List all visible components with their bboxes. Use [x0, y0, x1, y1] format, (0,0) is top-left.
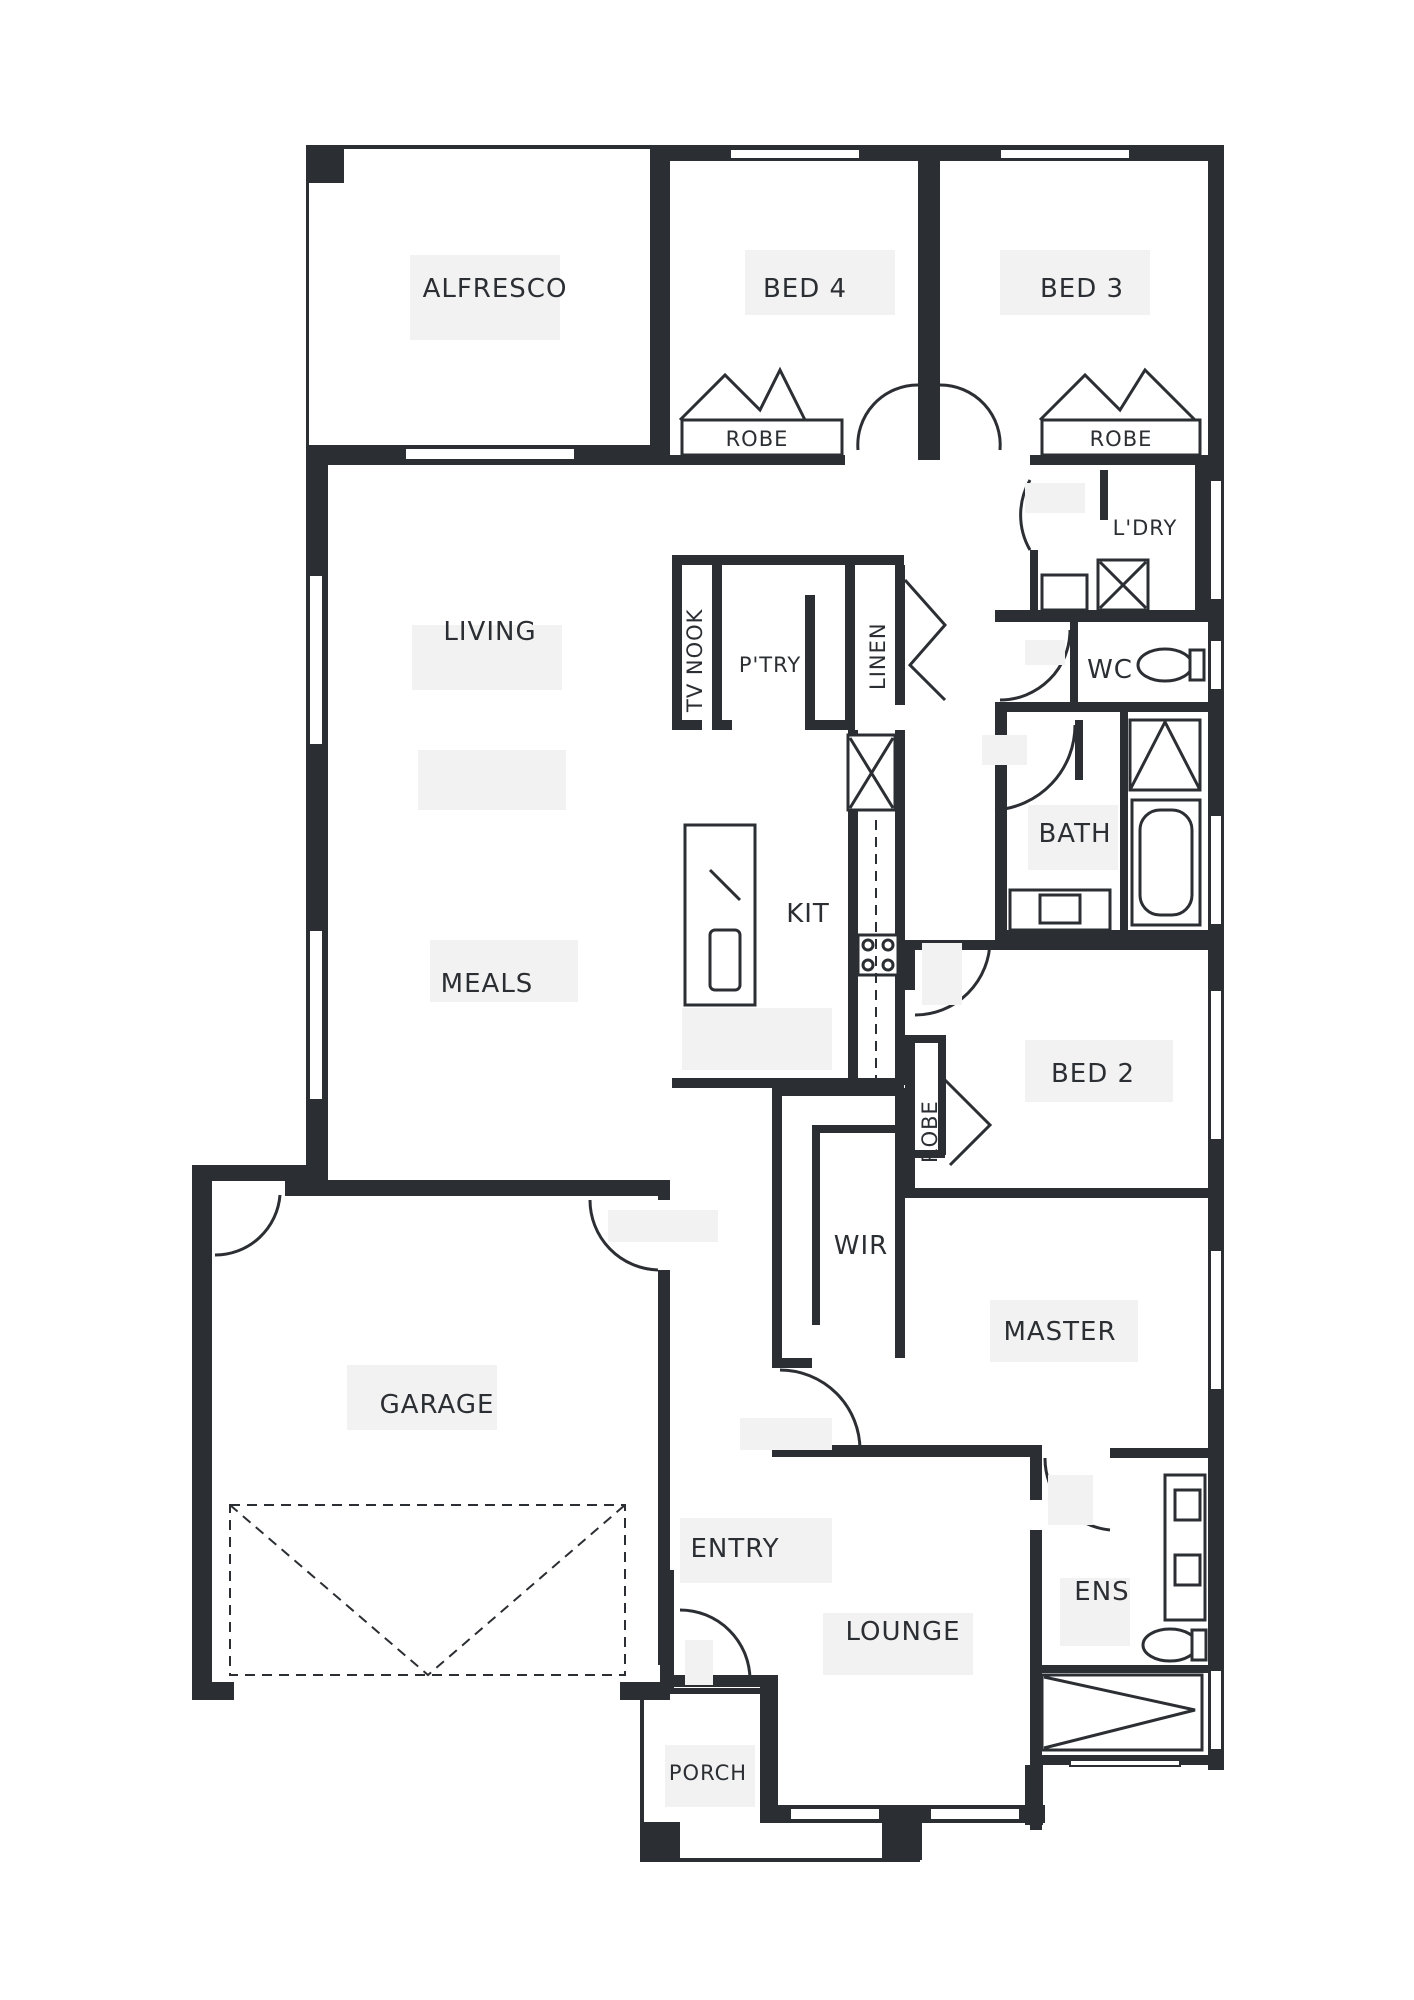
room-laundry: L'DRY [1025, 483, 1178, 540]
room-garage: GARAGE [347, 1365, 497, 1430]
room-alfresco: ALFRESCO [410, 255, 568, 340]
room-label-bed3: BED 3 [1040, 274, 1124, 304]
room-label-pantry: P'TRY [739, 653, 801, 677]
room-label-robe-bed2: ROBE [918, 1100, 942, 1163]
room-label-garage: GARAGE [380, 1390, 495, 1420]
room-label-porch: PORCH [669, 1761, 747, 1785]
room-master: MASTER [990, 1300, 1138, 1362]
room-label-bed2: BED 2 [1051, 1059, 1135, 1089]
room-label-laundry: L'DRY [1113, 516, 1178, 540]
room-label-robe-bed3: ROBE [1090, 427, 1153, 451]
room-label-alfresco: ALFRESCO [423, 274, 568, 304]
room-label-bath: BATH [1038, 819, 1111, 849]
door-swings [214, 366, 1202, 1681]
room-label-tv-nook: TV NOOK [683, 608, 707, 713]
room-label-living: LIVING [443, 617, 536, 647]
room-wc: WC [1025, 640, 1133, 685]
room-labels: ALFRESCO BED 4 BED 3 ROBE ROBE L'DRY LIV… [347, 250, 1178, 1807]
room-label-wc: WC [1087, 655, 1133, 685]
room-label-robe-bed4: ROBE [726, 427, 789, 451]
room-living: LIVING [412, 617, 566, 810]
room-ens: ENS [1048, 1475, 1130, 1646]
room-label-bed4: BED 4 [763, 274, 847, 304]
room-bed3: BED 3 [1000, 250, 1150, 315]
room-label-kit: KIT [786, 899, 830, 929]
room-entry: ENTRY [680, 1418, 832, 1583]
room-label-meals: MEALS [441, 969, 534, 999]
room-label-wir: WIR [834, 1231, 888, 1261]
room-label-linen: LINEN [866, 622, 890, 690]
room-bed2: BED 2 [922, 943, 1173, 1102]
room-wir: WIR [608, 1210, 888, 1261]
room-meals: MEALS [430, 940, 832, 1070]
room-lounge: LOUNGE [823, 1613, 973, 1675]
room-porch: PORCH [665, 1640, 755, 1807]
room-label-master: MASTER [1003, 1317, 1116, 1347]
room-label-entry: ENTRY [690, 1534, 779, 1564]
room-label-ens: ENS [1074, 1577, 1129, 1607]
room-bed4: BED 4 [745, 250, 895, 315]
room-bath: BATH [982, 735, 1118, 870]
fixtures [229, 558, 1208, 1752]
room-label-lounge: LOUNGE [845, 1617, 960, 1647]
windows [308, 148, 1223, 1821]
